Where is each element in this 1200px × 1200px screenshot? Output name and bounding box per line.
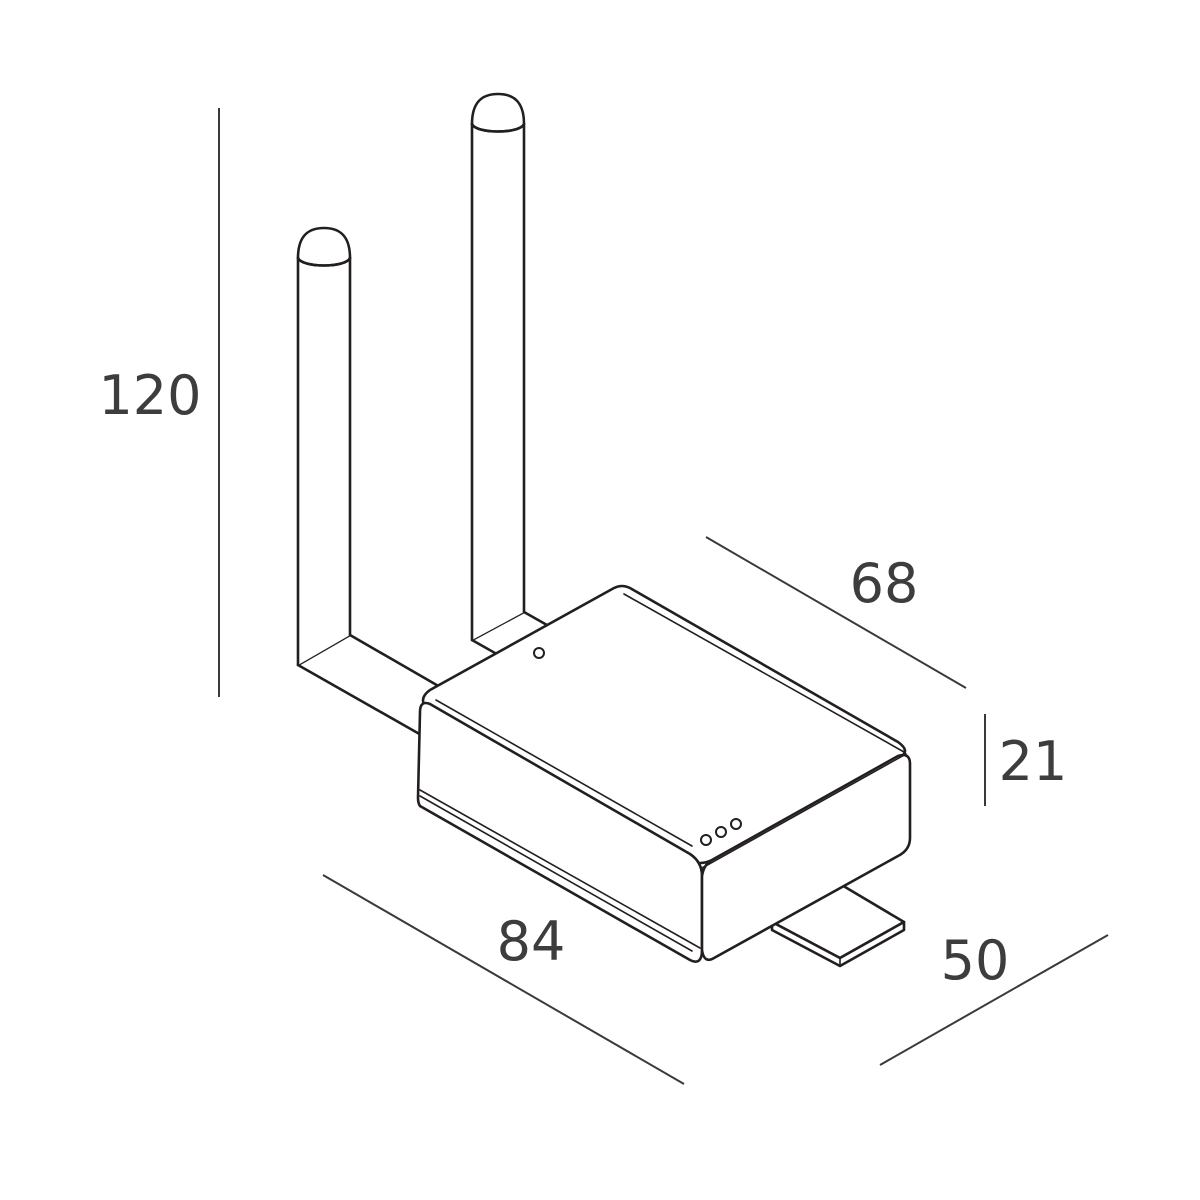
left-antenna — [296, 226, 482, 742]
status-led-icon — [700, 834, 712, 846]
width-dimension-line — [879, 934, 1109, 1066]
status-led-icon — [715, 826, 727, 838]
depth-label: 68 — [850, 552, 919, 615]
width-label: 50 — [941, 929, 1010, 992]
depth-dimension-line — [705, 536, 967, 689]
length-label: 84 — [497, 910, 566, 973]
top-led-icon — [533, 647, 545, 659]
height-label: 120 — [98, 364, 201, 427]
length-dimension-line — [322, 874, 685, 1085]
right-antenna — [470, 92, 602, 685]
thickness-label: 21 — [999, 730, 1068, 793]
status-led-icon — [730, 818, 742, 830]
